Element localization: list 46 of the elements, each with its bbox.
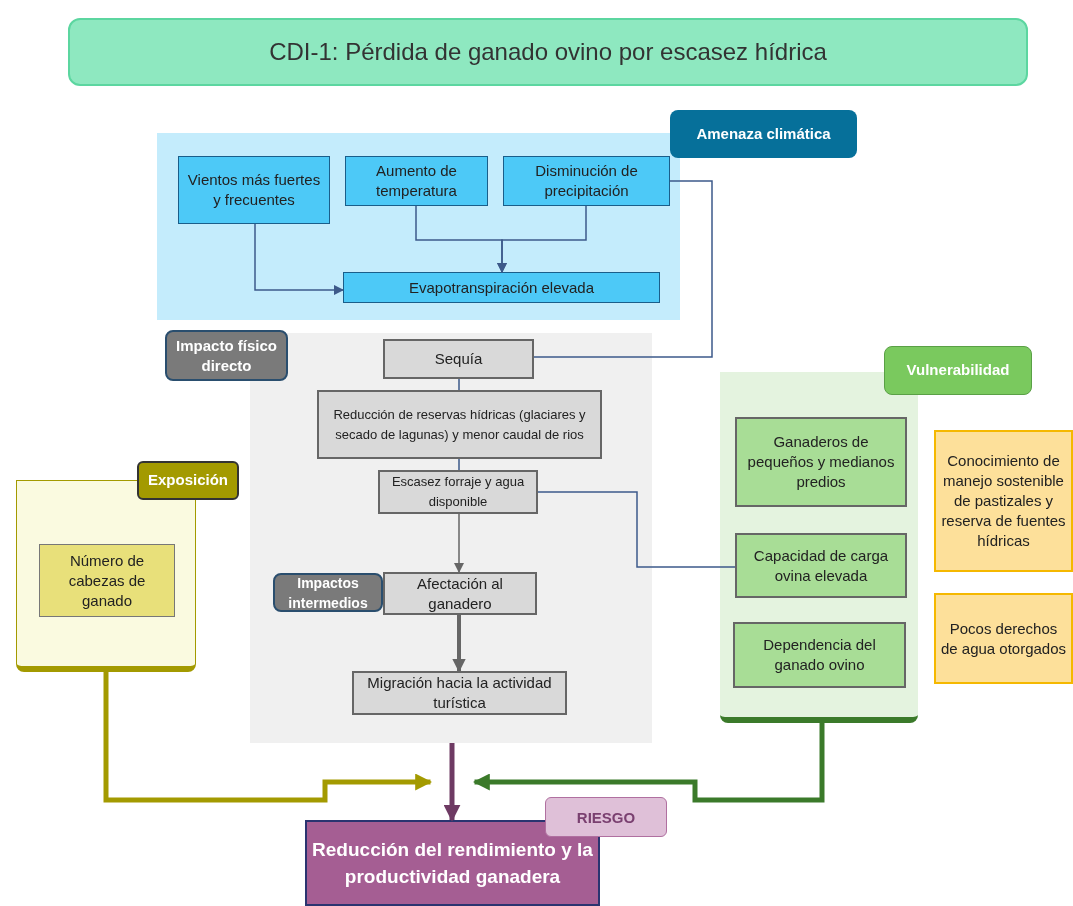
box-text: Conocimiento de manejo sostenible de pastizales y reserva de fuentes hídricas xyxy=(940,451,1067,551)
box-text: Pocos derechos de agua otorgados xyxy=(940,618,1067,659)
connector-arrow xyxy=(496,205,587,274)
process-box xyxy=(178,156,330,224)
process-box xyxy=(345,156,488,206)
box-text: Escasez forraje y agua disponible xyxy=(390,473,526,511)
section-tag xyxy=(273,573,383,612)
box-text: Ganaderos de pequeños y medianos predios xyxy=(746,432,896,492)
section-tag: Vulnerabilidad xyxy=(884,346,1032,395)
box-text: Evapotranspiración elevada xyxy=(408,277,595,298)
box-text: Reducción de reservas hídricas (glaciares y secado de lagunas) y menor caudal de rios xyxy=(332,405,587,444)
box-text: Capacidad de carga ovina elevada xyxy=(752,545,890,586)
box-text: Impactos intermedios xyxy=(287,573,369,613)
section-tag: Impacto físico directo xyxy=(165,330,288,381)
process-box xyxy=(934,593,1073,684)
box-text: Vientos más fuertes y frecuentes xyxy=(186,170,322,210)
risk-text: Reducción del rendimiento y la productividad ganadera xyxy=(311,838,594,889)
connector-arrow xyxy=(103,672,433,803)
box-text: Número de cabezas de ganado xyxy=(67,550,147,611)
box-text: Dependencia del ganado ovino xyxy=(762,635,877,675)
process-box xyxy=(39,544,175,617)
process-box xyxy=(343,272,660,303)
box-text: Disminución de precipitación xyxy=(534,161,639,201)
connector-arrow xyxy=(472,723,825,803)
connector-arrow xyxy=(452,615,466,673)
section-tag: Exposición xyxy=(137,461,239,500)
connector-arrow xyxy=(443,743,461,822)
box-text: Sequía xyxy=(434,349,483,369)
connector-arrow xyxy=(453,513,465,574)
process-box xyxy=(733,622,906,688)
section-tag: Amenaza climática xyxy=(670,110,857,158)
process-box xyxy=(503,156,670,206)
box-text: Afectación al ganadero xyxy=(416,573,504,614)
process-box xyxy=(378,470,538,514)
process-box xyxy=(934,430,1073,572)
connector-arrow xyxy=(254,223,345,296)
box-text: Aumento de temperatura xyxy=(375,161,458,201)
box-text: Migración hacia la actividad turística xyxy=(366,673,553,713)
process-box xyxy=(735,533,907,598)
process-box xyxy=(352,671,567,715)
process-box xyxy=(383,339,534,379)
process-box xyxy=(735,417,907,507)
process-box xyxy=(317,390,602,459)
title-banner: CDI-1: Pérdida de ganado ovino por escasez hídrica xyxy=(68,18,1028,86)
section-tag: RIESGO xyxy=(545,797,667,837)
process-box xyxy=(383,572,537,615)
